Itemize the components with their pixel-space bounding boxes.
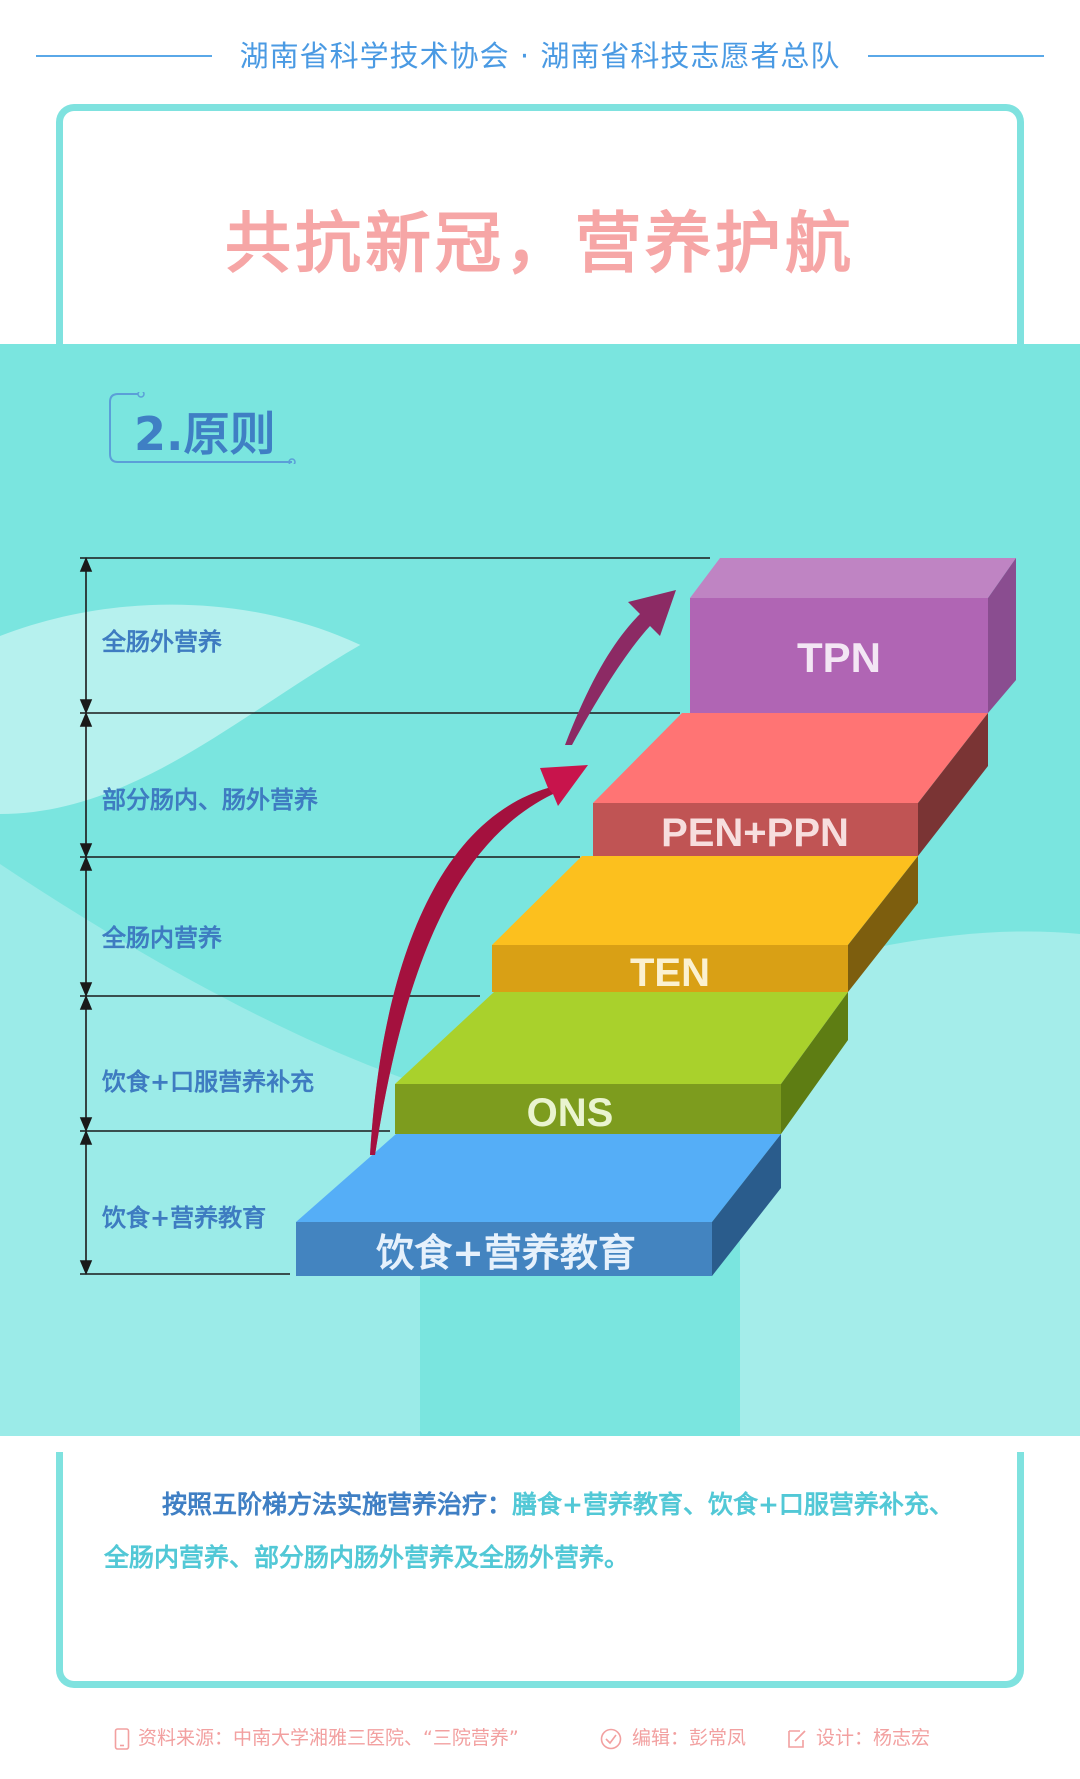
footer-designer: 设计：杨志宏: [816, 1727, 931, 1749]
block-label-ons: ONS: [527, 1091, 614, 1135]
description-body: 膳食+营养教育、饮食+口服营养补充、全肠内营养、部分肠内肠外营养及全肠外营养。: [104, 1490, 954, 1572]
step-diet-education: [296, 1134, 781, 1276]
phone-icon: [114, 1728, 130, 1750]
header-right-line: [868, 55, 1044, 57]
footer: 资料来源：中南大学湘雅三医院、“三院营养” 编辑：彭常凤 设计：杨志宏: [0, 1720, 1080, 1756]
footer-source: 资料来源：中南大学湘雅三医院、“三院营养”: [138, 1727, 519, 1749]
section-title: 2.原则: [134, 407, 276, 461]
description-text: 按照五阶梯方法实施营养治疗：膳食+营养教育、饮食+口服营养补充、全肠内营养、部分…: [104, 1478, 976, 1584]
dimension-arrows: [79, 556, 93, 1276]
block-label-diet-education: 饮食+营养教育: [376, 1231, 636, 1275]
page-title: 共抗新冠，营养护航: [225, 205, 855, 282]
title-frame: [56, 104, 1024, 364]
block-label-ten: TEN: [630, 951, 710, 995]
edit-icon: [788, 1730, 806, 1748]
level-label-tpn: 全肠外营养: [102, 628, 222, 656]
header: 湖南省科学技术协会 · 湖南省科技志愿者总队: [0, 28, 1080, 84]
section-badge-frame: [109, 392, 296, 464]
level-label-diet-education: 饮食+营养教育: [102, 1204, 267, 1232]
header-left-line: [36, 55, 212, 57]
description-frame: [56, 1452, 1024, 1688]
description-lead: 按照五阶梯方法实施营养治疗：: [162, 1490, 513, 1519]
header-title: 湖南省科学技术协会 · 湖南省科技志愿者总队: [239, 39, 841, 73]
step-pen-ppn: [593, 713, 988, 856]
level-label-pen-ppn: 部分肠内、肠外营养: [102, 786, 318, 814]
progress-arrows: [370, 590, 676, 1155]
footer-editor: 编辑：彭常凤: [632, 1727, 747, 1749]
level-label-ten: 全肠内营养: [102, 924, 222, 952]
check-circle-icon: [600, 1728, 622, 1750]
block-label-tpn: TPN: [797, 634, 881, 681]
step-ten: [492, 856, 918, 992]
block-label-pen-ppn: PEN+PPN: [661, 811, 849, 855]
level-label-ons: 饮食+口服营养补充: [102, 1068, 315, 1096]
step-tpn: [690, 558, 1016, 713]
step-ons: [395, 992, 848, 1134]
